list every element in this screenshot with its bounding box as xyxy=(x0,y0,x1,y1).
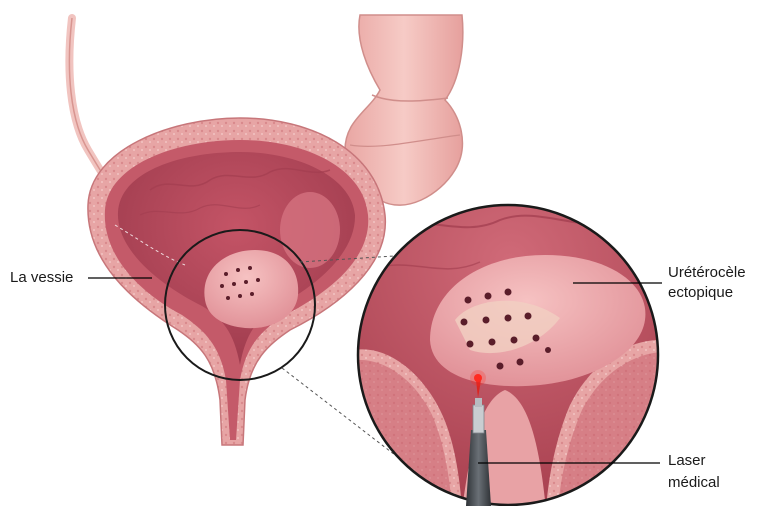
bladder xyxy=(88,118,385,445)
label-laser-line2: médical xyxy=(668,474,720,492)
label-bladder: La vessie xyxy=(10,269,73,287)
label-ureterocele-line1: Urétérocèle xyxy=(668,264,746,282)
label-ureterocele-line2: ectopique xyxy=(668,284,733,302)
label-laser-line1: Laser xyxy=(668,452,706,470)
zoom-inset xyxy=(355,200,665,506)
